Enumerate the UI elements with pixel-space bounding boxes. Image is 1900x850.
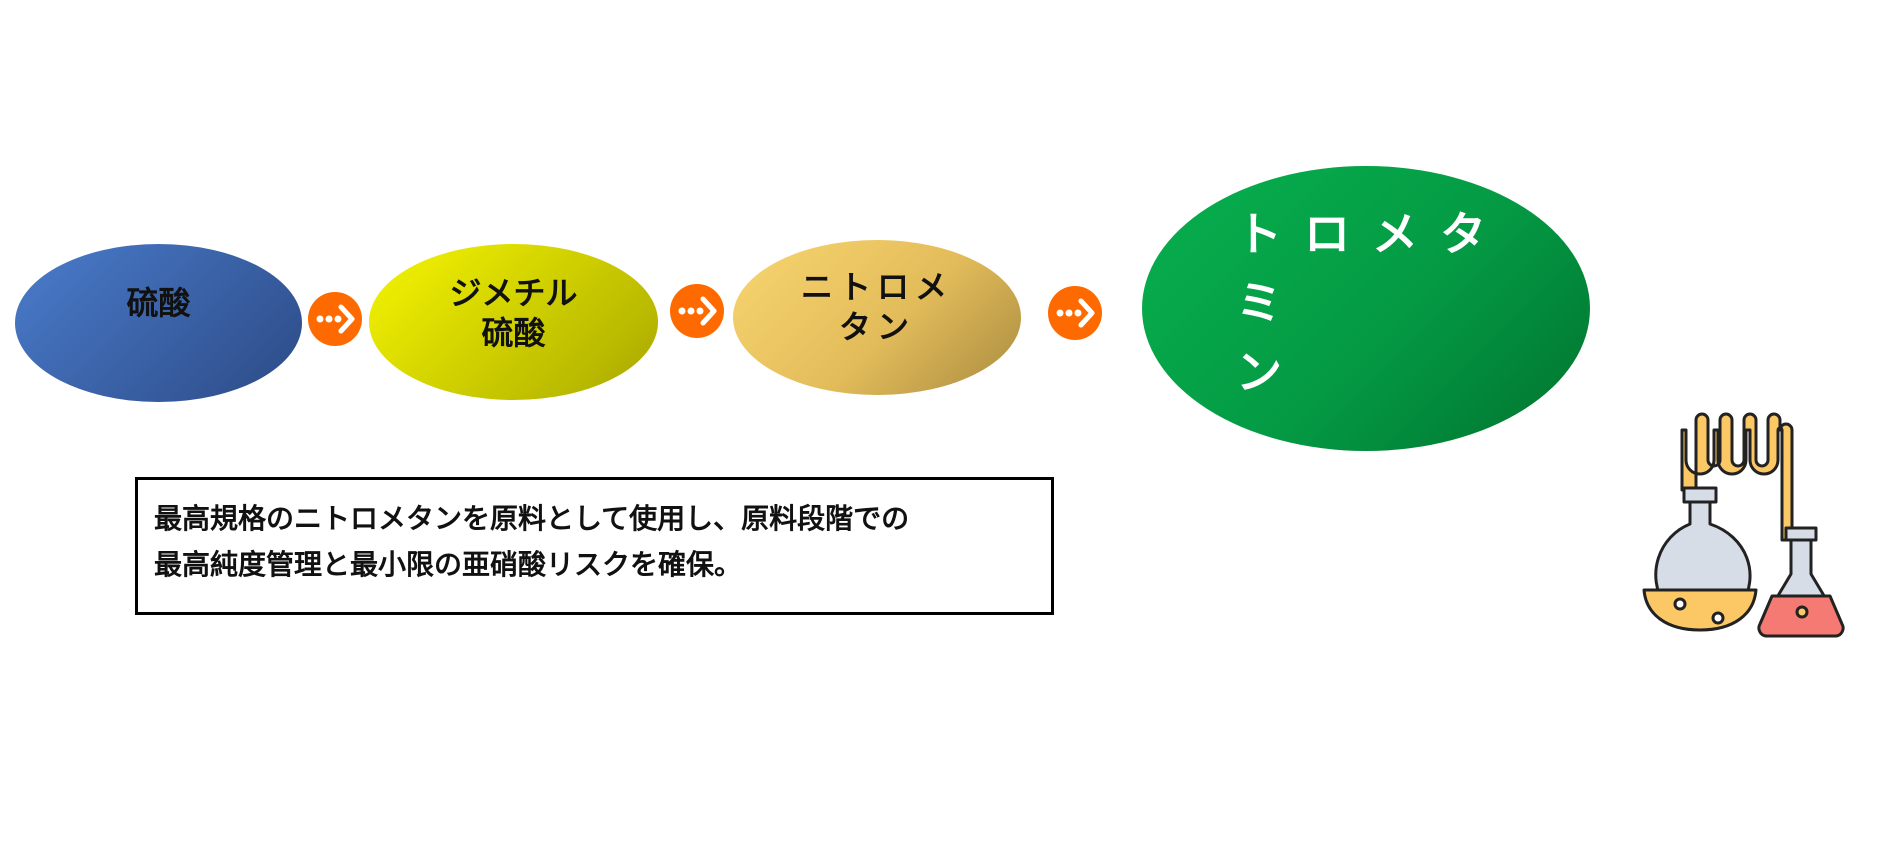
step-sulfuric-acid: 硫酸	[15, 244, 302, 402]
step-tromethamine: トロメタミ ン	[1142, 166, 1590, 451]
arrow-right-icon	[670, 284, 724, 338]
step-nitromethane: ニトロメ タン	[733, 240, 1021, 395]
step-label: ジメチル 硫酸	[449, 274, 578, 352]
description-line-2: 最高純度管理と最小限の亜硝酸リスクを確保。	[154, 548, 743, 581]
arrow-right-icon	[308, 292, 362, 346]
step-label: 硫酸	[126, 284, 191, 322]
step-label: ニトロメ タン	[800, 267, 953, 346]
arrow-right-icon	[1048, 286, 1102, 340]
chemistry-flask-icon	[1638, 410, 1850, 642]
step-dimethyl-sulfate: ジメチル 硫酸	[369, 244, 658, 400]
description-line-1: 最高規格のニトロメタンを原料として使用し、原料段階での	[154, 502, 910, 535]
description-box: 最高規格のニトロメタンを原料として使用し、原料段階での最高純度管理と最小限の亜硝…	[135, 477, 1054, 615]
step-label: トロメタミ ン	[1236, 207, 1508, 399]
